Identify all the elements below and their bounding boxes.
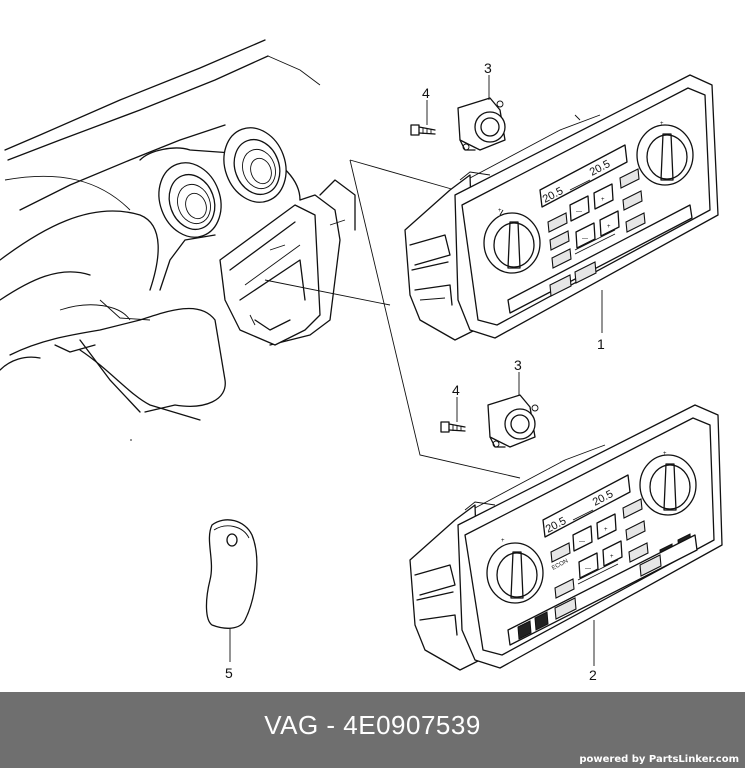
button-cluster-top: — + — + <box>547 168 646 269</box>
callout-labels: 1 2 3 3 4 4 5 <box>225 60 605 683</box>
screw-top-icon <box>410 124 436 136</box>
temperature-knob-right-icon: + <box>636 121 694 186</box>
footer-bar: VAG - 4E0907539 powered by PartsLinker.c… <box>0 692 745 768</box>
temperature-knob-left-icon: + <box>483 208 541 274</box>
exploded-parts-diagram: + + 20.5 20.5 — + — + <box>0 39 723 683</box>
svg-text:—: — <box>582 236 588 242</box>
callout-4-bottom: 4 <box>452 382 460 398</box>
svg-text:+: + <box>610 554 614 560</box>
svg-text:—: — <box>585 566 591 572</box>
mounting-recess <box>219 204 321 346</box>
callout-leaders <box>229 75 603 666</box>
climate-control-unit-top: + + 20.5 20.5 — + — + <box>404 74 719 341</box>
svg-text:+: + <box>601 197 605 203</box>
svg-text:+: + <box>498 208 502 214</box>
temperature-knob-right-bottom-icon: + <box>639 451 697 516</box>
switch-module-top-icon <box>457 97 506 151</box>
svg-text:+: + <box>663 451 667 457</box>
svg-text:—: — <box>579 539 585 545</box>
callout-3-bottom: 3 <box>514 357 522 373</box>
svg-text:+: + <box>660 121 664 127</box>
callout-1: 1 <box>597 336 605 352</box>
part-number-title: VAG - 4E0907539 <box>264 710 481 740</box>
switch-module-bottom-icon <box>487 394 539 448</box>
leader-lines <box>264 159 521 479</box>
right-air-vent-icon <box>223 127 287 203</box>
climate-control-unit-bottom: + + 20.5 20.5 — + — + ECON <box>409 404 723 671</box>
svg-text:+: + <box>501 538 505 544</box>
screw-bottom-icon <box>440 421 466 433</box>
powered-by-link[interactable]: powered by PartsLinker.com <box>579 754 739 765</box>
dashboard-drawing <box>0 39 356 441</box>
svg-text:+: + <box>607 224 611 230</box>
svg-text:—: — <box>576 209 582 215</box>
callout-5: 5 <box>225 665 233 681</box>
display-bottom: 20.5 20.5 <box>542 474 631 538</box>
callout-2: 2 <box>589 667 597 683</box>
svg-text:+: + <box>604 527 608 533</box>
callout-4-top: 4 <box>422 85 430 101</box>
temperature-knob-left-bottom-icon: + <box>486 538 544 604</box>
cover-panel-icon <box>205 519 258 629</box>
callout-3-top: 3 <box>484 60 492 76</box>
left-air-vent-icon <box>158 162 222 238</box>
